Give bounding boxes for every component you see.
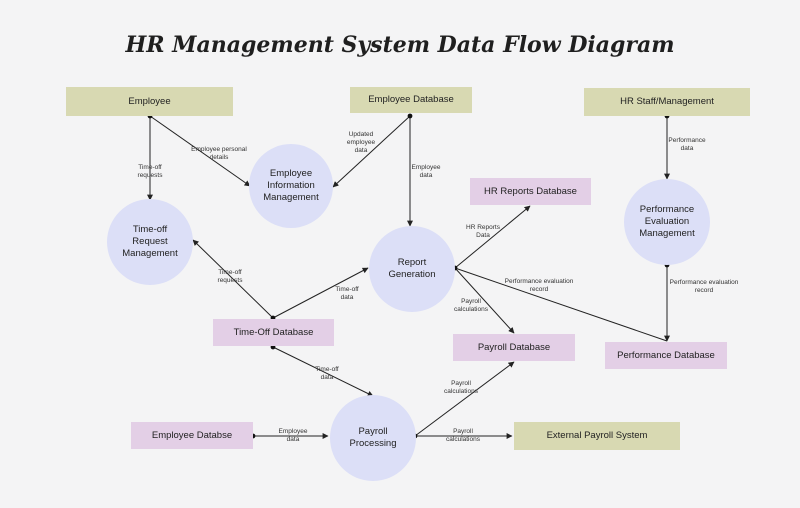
edge-label: Payroll calculations bbox=[444, 380, 478, 395]
edge-empdb-to-info-mgmt bbox=[332, 115, 411, 188]
edge-report-gen-to-perfdb bbox=[454, 267, 668, 342]
edge-label: Employee data bbox=[411, 164, 441, 179]
edge-label: Time-off requests bbox=[217, 269, 243, 284]
entity-hr-staff[interactable]: HR Staff/Management bbox=[584, 88, 750, 116]
edge-report-gen-to-payrolldb bbox=[454, 267, 515, 334]
edge-payroll-proc-to-payrolldb bbox=[414, 361, 515, 437]
process-time-off-request-mgmt[interactable]: Time-off Request Management bbox=[107, 199, 193, 285]
edge-label: Employee personal details bbox=[191, 146, 247, 161]
edge-label: Performance evaluation record bbox=[504, 278, 574, 293]
edge-label: Employee data bbox=[278, 428, 308, 443]
edge-label: Time-off data bbox=[335, 286, 359, 301]
entity-employee[interactable]: Employee bbox=[66, 87, 233, 116]
edge-timeoffdb-to-report-gen bbox=[272, 267, 369, 319]
diagram-title: HR Management System Data Flow Diagram bbox=[125, 32, 675, 58]
edge-timeoffdb-to-timeoff-mgmt bbox=[192, 239, 274, 319]
process-payroll-processing[interactable]: Payroll Processing bbox=[330, 395, 416, 481]
store-employee-databse[interactable]: Employee Databse bbox=[131, 422, 253, 449]
process-performance-eval-mgmt[interactable]: Performance Evaluation Management bbox=[624, 179, 710, 265]
edge-employee-to-info-mgmt bbox=[149, 115, 251, 187]
edge-label: Performance evaluation record bbox=[669, 279, 739, 294]
edge-label: HR Reports Data bbox=[466, 224, 500, 239]
process-report-generation[interactable]: Report Generation bbox=[369, 226, 455, 312]
edge-label: Time-off data bbox=[315, 366, 339, 381]
edge-label: Performance data bbox=[668, 137, 706, 152]
edge-report-gen-to-hr-reports bbox=[454, 205, 531, 269]
store-payroll-database[interactable]: Payroll Database bbox=[453, 334, 575, 361]
edge-label: Payroll calculations bbox=[446, 428, 480, 443]
store-performance-database[interactable]: Performance Database bbox=[605, 342, 727, 369]
store-time-off-database[interactable]: Time-Off Database bbox=[213, 319, 334, 346]
entity-external-payroll-system[interactable]: External Payroll System bbox=[514, 422, 680, 450]
edge-label: Time-off requests bbox=[137, 164, 163, 179]
edge-dot bbox=[407, 113, 413, 119]
edge-label: Payroll calculations bbox=[454, 298, 488, 313]
entity-employee-database[interactable]: Employee Database bbox=[350, 87, 472, 113]
edge-timeoffdb-to-payroll-proc bbox=[272, 346, 374, 397]
store-hr-reports-database[interactable]: HR Reports Database bbox=[470, 178, 591, 205]
edge-label: Updated employee data bbox=[346, 131, 376, 154]
process-employee-info-mgmt[interactable]: Employee Information Management bbox=[249, 144, 333, 228]
